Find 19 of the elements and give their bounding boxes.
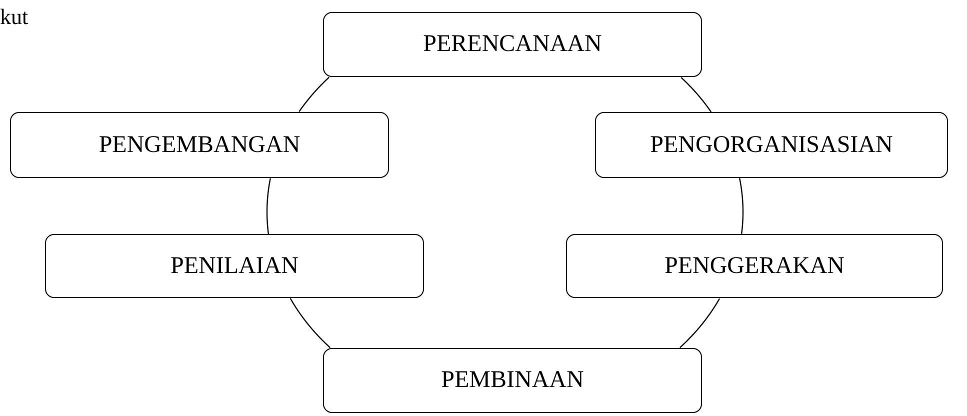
connector-arc [680, 77, 712, 112]
stage-label: PERENCANAAN [423, 31, 602, 58]
text-fragment: kut [0, 4, 28, 30]
stage-label: PENGORGANISASIAN [650, 132, 893, 158]
stage-label: PENGEMBANGAN [98, 132, 300, 158]
stage-box [595, 112, 948, 178]
connector-arc [290, 298, 331, 348]
stage-label: PENGGERAKAN [664, 252, 844, 280]
stage-box [323, 12, 702, 77]
connector-arc [738, 178, 744, 234]
connector-arc [679, 298, 720, 348]
stage-box [566, 234, 943, 298]
connector-arc [298, 76, 330, 112]
stage-box [10, 112, 389, 178]
stage-box [323, 348, 702, 413]
stage-label: PENILAIAN [170, 252, 298, 280]
stage-label: PEMBINAAN [441, 367, 584, 394]
connector-arc [266, 178, 272, 234]
stage-box [45, 234, 424, 298]
